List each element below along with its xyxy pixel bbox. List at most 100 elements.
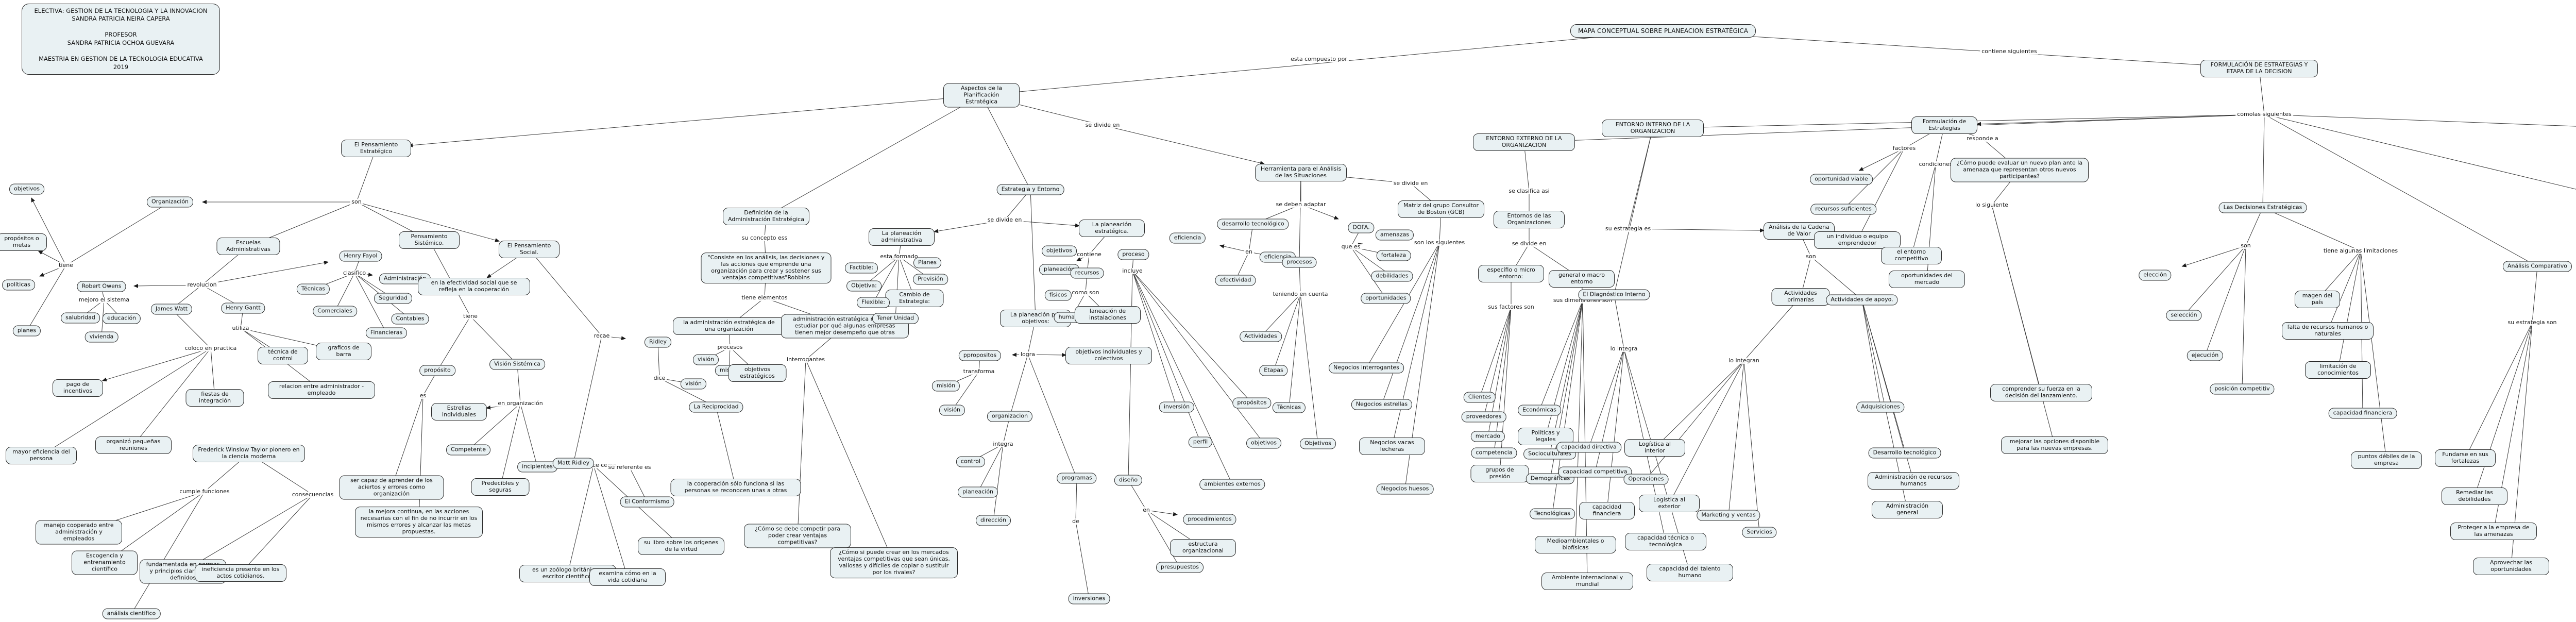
concept-node[interactable]: visión bbox=[939, 405, 965, 416]
link-label[interactable]: mejoro el sistema bbox=[77, 296, 131, 304]
concept-node[interactable]: capacidad técnica o tecnológica bbox=[1625, 533, 1706, 550]
concept-node[interactable]: Formulación de Estrategias bbox=[1911, 116, 1977, 134]
concept-node[interactable]: graficos de barra bbox=[316, 343, 371, 360]
concept-node[interactable]: físicos bbox=[1044, 290, 1072, 301]
concept-node[interactable]: Flexible: bbox=[856, 297, 890, 308]
concept-node[interactable]: fortaleza bbox=[1376, 250, 1411, 261]
concept-node[interactable]: programas bbox=[1057, 473, 1097, 484]
concept-node[interactable]: Seguridad bbox=[374, 293, 412, 304]
link-label[interactable]: como son bbox=[1070, 289, 1101, 296]
concept-node[interactable]: Fundarse en sus fortalezas bbox=[2435, 449, 2496, 467]
concept-node[interactable]: Financieras bbox=[365, 327, 408, 339]
concept-node[interactable]: estructura organizacional bbox=[1170, 539, 1236, 557]
link-label[interactable]: integra bbox=[991, 441, 1015, 448]
concept-node[interactable]: Cambio de Estrategia: bbox=[885, 290, 944, 307]
link-label[interactable]: su referente es bbox=[606, 464, 653, 471]
concept-node[interactable]: mejorar las opciones disponible para las… bbox=[2001, 436, 2108, 454]
concept-node[interactable]: políticas bbox=[2, 279, 35, 291]
concept-node[interactable]: Ambiente internacional y mundial bbox=[1541, 573, 1633, 590]
concept-node[interactable]: Visión Sistémica bbox=[489, 359, 545, 370]
concept-node[interactable]: inversiones bbox=[1068, 593, 1110, 604]
concept-node[interactable]: ser capaz de aprender de los aciertos y … bbox=[339, 475, 444, 500]
concept-node[interactable]: Administración general bbox=[1872, 501, 1943, 518]
concept-node[interactable]: La planeación por objetivos: bbox=[1000, 310, 1071, 327]
link-label[interactable]: su estrategia son bbox=[2506, 319, 2558, 326]
link-label[interactable]: sus factores son bbox=[1486, 304, 1536, 311]
concept-node[interactable]: competencia bbox=[1471, 447, 1517, 459]
link-label[interactable]: teniendo en cuenta bbox=[1271, 291, 1330, 298]
concept-node[interactable]: Técnicas bbox=[1272, 402, 1306, 413]
concept-node[interactable]: oportunidades del mercado bbox=[1889, 271, 1965, 288]
concept-node[interactable]: desarrollo tecnológico bbox=[1217, 218, 1289, 230]
link-label[interactable]: es bbox=[418, 392, 428, 399]
concept-node[interactable]: La planeación administrativa bbox=[869, 228, 935, 246]
concept-node[interactable]: Aspectos de la Planificación Estratégica bbox=[943, 83, 1020, 108]
concept-node[interactable]: ejecución bbox=[2187, 350, 2224, 361]
concept-node[interactable]: Previsión bbox=[913, 274, 948, 285]
link-label[interactable]: que es bbox=[1340, 243, 1362, 250]
concept-node[interactable]: Pensamiento Sistémico. bbox=[399, 231, 460, 249]
link-label[interactable]: tiene algunas limitaciones bbox=[2321, 247, 2400, 255]
concept-node[interactable]: inversión bbox=[1159, 401, 1195, 413]
link-label[interactable]: se divide en bbox=[986, 216, 1024, 224]
concept-node[interactable]: organizacion bbox=[987, 411, 1033, 422]
concept-node[interactable]: Negocios vacas lecheras bbox=[1359, 438, 1425, 455]
concept-node[interactable]: ¿Cómo se debe competir para poder crear … bbox=[744, 524, 851, 548]
link-label[interactable]: esta compuesto por bbox=[1289, 56, 1349, 63]
concept-node[interactable]: su libro sobre los orígenes de la virtud bbox=[638, 537, 724, 555]
concept-node[interactable]: específio o micro entorno: bbox=[1478, 265, 1544, 282]
concept-node[interactable]: ambientes externos bbox=[1199, 479, 1265, 490]
concept-node[interactable]: debilidades bbox=[1371, 271, 1413, 282]
link-label[interactable]: en bbox=[1244, 248, 1254, 256]
concept-node[interactable]: Objetiva: bbox=[846, 280, 882, 292]
concept-node[interactable]: planes bbox=[12, 325, 41, 337]
link-label[interactable]: transforma bbox=[961, 368, 996, 375]
concept-node[interactable]: manejo cooperado entre administración y … bbox=[36, 520, 122, 545]
concept-node[interactable]: La Reciprocidad bbox=[689, 401, 743, 413]
link-label[interactable]: coloco en practica bbox=[183, 345, 239, 352]
link-label[interactable]: esta formado bbox=[878, 253, 920, 260]
concept-node[interactable]: Matriz del grupo Consultor de Boston (GC… bbox=[1398, 200, 1484, 218]
concept-node[interactable]: Proteger a la empresa de las amenazas bbox=[2450, 523, 2537, 540]
concept-node[interactable]: Predecibles y seguras bbox=[471, 478, 530, 496]
concept-node[interactable]: objetivos estratégicos bbox=[728, 364, 787, 382]
concept-node[interactable]: Actividades de apoyo. bbox=[1826, 294, 1898, 306]
concept-node[interactable]: recursos suficientes bbox=[1810, 204, 1876, 215]
concept-node[interactable]: perfil bbox=[1188, 436, 1213, 448]
concept-node[interactable]: ppropositos bbox=[958, 350, 1002, 361]
concept-node[interactable]: vivienda bbox=[84, 331, 118, 343]
concept-node[interactable]: Ridley bbox=[644, 337, 672, 348]
concept-node[interactable]: Servicios bbox=[1742, 527, 1777, 538]
concept-node[interactable]: proceso bbox=[1117, 249, 1149, 260]
concept-node[interactable]: DOFA. bbox=[1348, 222, 1375, 233]
link-label[interactable]: procesos bbox=[716, 344, 744, 351]
concept-node[interactable]: examina cómo en la vida cotidiana bbox=[589, 568, 666, 586]
concept-node[interactable]: Frederick Winslow Taylor pionero en la c… bbox=[193, 445, 305, 462]
link-label[interactable]: lo integra bbox=[1608, 345, 1639, 352]
link-label[interactable]: recae bbox=[592, 332, 612, 340]
link-label[interactable]: logra bbox=[1019, 351, 1037, 358]
concept-node[interactable]: Adquisiciones bbox=[1856, 401, 1905, 413]
concept-node[interactable]: procedimientos bbox=[1183, 514, 1236, 525]
concept-node[interactable]: Negocios interrogantes bbox=[1329, 362, 1404, 374]
concept-node[interactable]: limitación de conocimientos bbox=[2305, 361, 2371, 379]
concept-node[interactable]: propósito bbox=[419, 365, 455, 376]
concept-node[interactable]: Remediar las debilidades bbox=[2442, 487, 2507, 505]
concept-node[interactable]: oportunidades bbox=[1361, 293, 1411, 304]
concept-node[interactable]: Comerciales bbox=[313, 306, 357, 317]
concept-node[interactable]: Definición de la Administración Estratég… bbox=[723, 208, 809, 225]
concept-node[interactable]: capacidad financiera bbox=[2328, 408, 2397, 419]
concept-node[interactable]: ENTORNO INTERNO DE LA ORGANIZACION bbox=[1602, 120, 1704, 137]
concept-node[interactable]: control bbox=[956, 456, 986, 467]
concept-node[interactable]: la cooperación sólo funciona si las pers… bbox=[670, 479, 801, 496]
concept-node[interactable]: un individuo o equipo emprendedor bbox=[1814, 231, 1901, 249]
concept-node[interactable]: Planes bbox=[913, 257, 941, 268]
link-label[interactable]: tiene bbox=[462, 313, 479, 320]
link-label[interactable]: se divide en bbox=[1083, 122, 1122, 129]
concept-node[interactable]: Técnicas bbox=[296, 283, 330, 295]
link-label[interactable]: consecuencias bbox=[290, 491, 335, 498]
concept-node[interactable]: ENTORNO EXTERNO DE LA ORGANIZACION bbox=[1473, 133, 1575, 151]
concept-node[interactable]: la mejora continua, en las acciones nece… bbox=[355, 507, 483, 537]
concept-node[interactable]: Las Decisiones Estratégicas bbox=[2218, 202, 2307, 213]
concept-node[interactable]: planeación bbox=[957, 486, 998, 498]
